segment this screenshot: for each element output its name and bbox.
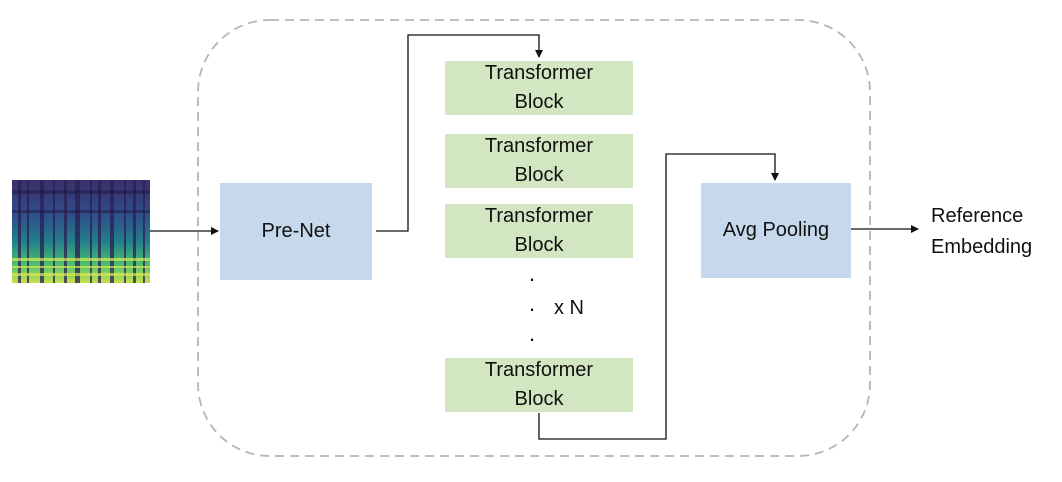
pre-net-block: Pre-Net [220, 183, 372, 280]
output-label-line2: Embedding [931, 236, 1033, 258]
transformer-block-2: Transformer Block [445, 134, 633, 188]
transformer-block-1: Transformer Block [445, 61, 633, 115]
transformer-block-2-line2: Block [514, 164, 564, 186]
transformer-block-2-line1: Transformer [484, 135, 594, 157]
avg-pooling-label: Avg Pooling [722, 219, 830, 241]
transformer-block-1-line1: Transformer [484, 62, 594, 84]
output-label-line1: Reference [931, 205, 1024, 227]
avg-pooling-block: Avg Pooling [701, 183, 851, 278]
transformer-block-3: Transformer Block [445, 204, 633, 258]
transformer-block-4-line2: Block [514, 388, 564, 410]
repeat-count-label: x N [554, 297, 584, 319]
transformer-block-1-line2: Block [514, 91, 564, 113]
arrow-prenet-to-transformer [376, 34, 543, 232]
transformer-block-4-line1: Transformer [484, 359, 594, 381]
ellipsis-dot-3: . [529, 321, 536, 346]
pre-net-label: Pre-Net [261, 220, 331, 242]
mel-spectrogram-image [12, 180, 150, 283]
transformer-block-3-line1: Transformer [484, 205, 594, 227]
transformer-block-4: Transformer Block [445, 358, 633, 412]
model-container [197, 19, 871, 457]
ellipsis-dot-1: . [529, 261, 536, 286]
arrow-transformer-to-avgpool [538, 153, 779, 440]
transformer-block-3-line2: Block [514, 234, 564, 256]
ellipsis-dot-2: . [529, 291, 536, 316]
